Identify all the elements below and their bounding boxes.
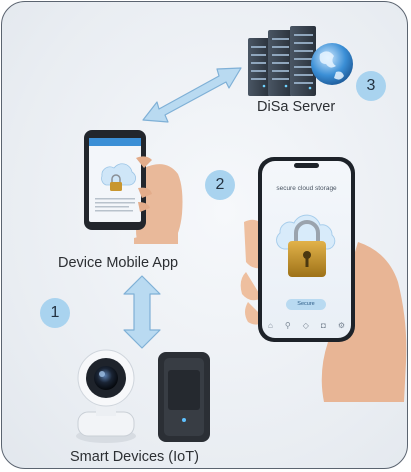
cloud-lock-icon bbox=[276, 214, 336, 277]
step-badge-3: 3 bbox=[356, 71, 386, 101]
secure-phone: secure cloud storage Secure ⌂ ⚲ ◇ ◘ ⚙ bbox=[258, 157, 355, 342]
smart-speaker-icon bbox=[158, 352, 210, 442]
server-label: DiSa Server bbox=[257, 99, 336, 115]
phone-screen-title: secure cloud storage bbox=[276, 185, 337, 192]
iot-label: Smart Devices (IoT) bbox=[70, 449, 199, 465]
home-icon[interactable]: ⌂ bbox=[268, 321, 273, 330]
secure-phone-screen: secure cloud storage Secure ⌂ ⚲ ◇ ◘ ⚙ bbox=[262, 161, 351, 338]
device-app-phone bbox=[84, 130, 183, 244]
search-icon[interactable]: ⚲ bbox=[284, 321, 291, 330]
mobile-app-label: Device Mobile App bbox=[58, 255, 179, 271]
camera-icon[interactable]: ◘ bbox=[320, 321, 326, 330]
phone-notch bbox=[294, 163, 319, 168]
phone-bottom-bar: ⌂ ⚲ ◇ ◘ ⚙ bbox=[268, 321, 345, 330]
server-icon bbox=[248, 26, 353, 96]
secure-button[interactable]: Secure bbox=[286, 299, 326, 310]
settings-icon[interactable]: ⚙ bbox=[337, 321, 345, 330]
step-badge-1: 1 bbox=[40, 298, 70, 328]
app-iot-arrow bbox=[123, 275, 161, 349]
shield-icon[interactable]: ◇ bbox=[302, 321, 309, 330]
security-camera-icon bbox=[76, 349, 136, 443]
step-badge-2: 2 bbox=[205, 170, 235, 200]
app-server-arrow bbox=[142, 67, 242, 123]
